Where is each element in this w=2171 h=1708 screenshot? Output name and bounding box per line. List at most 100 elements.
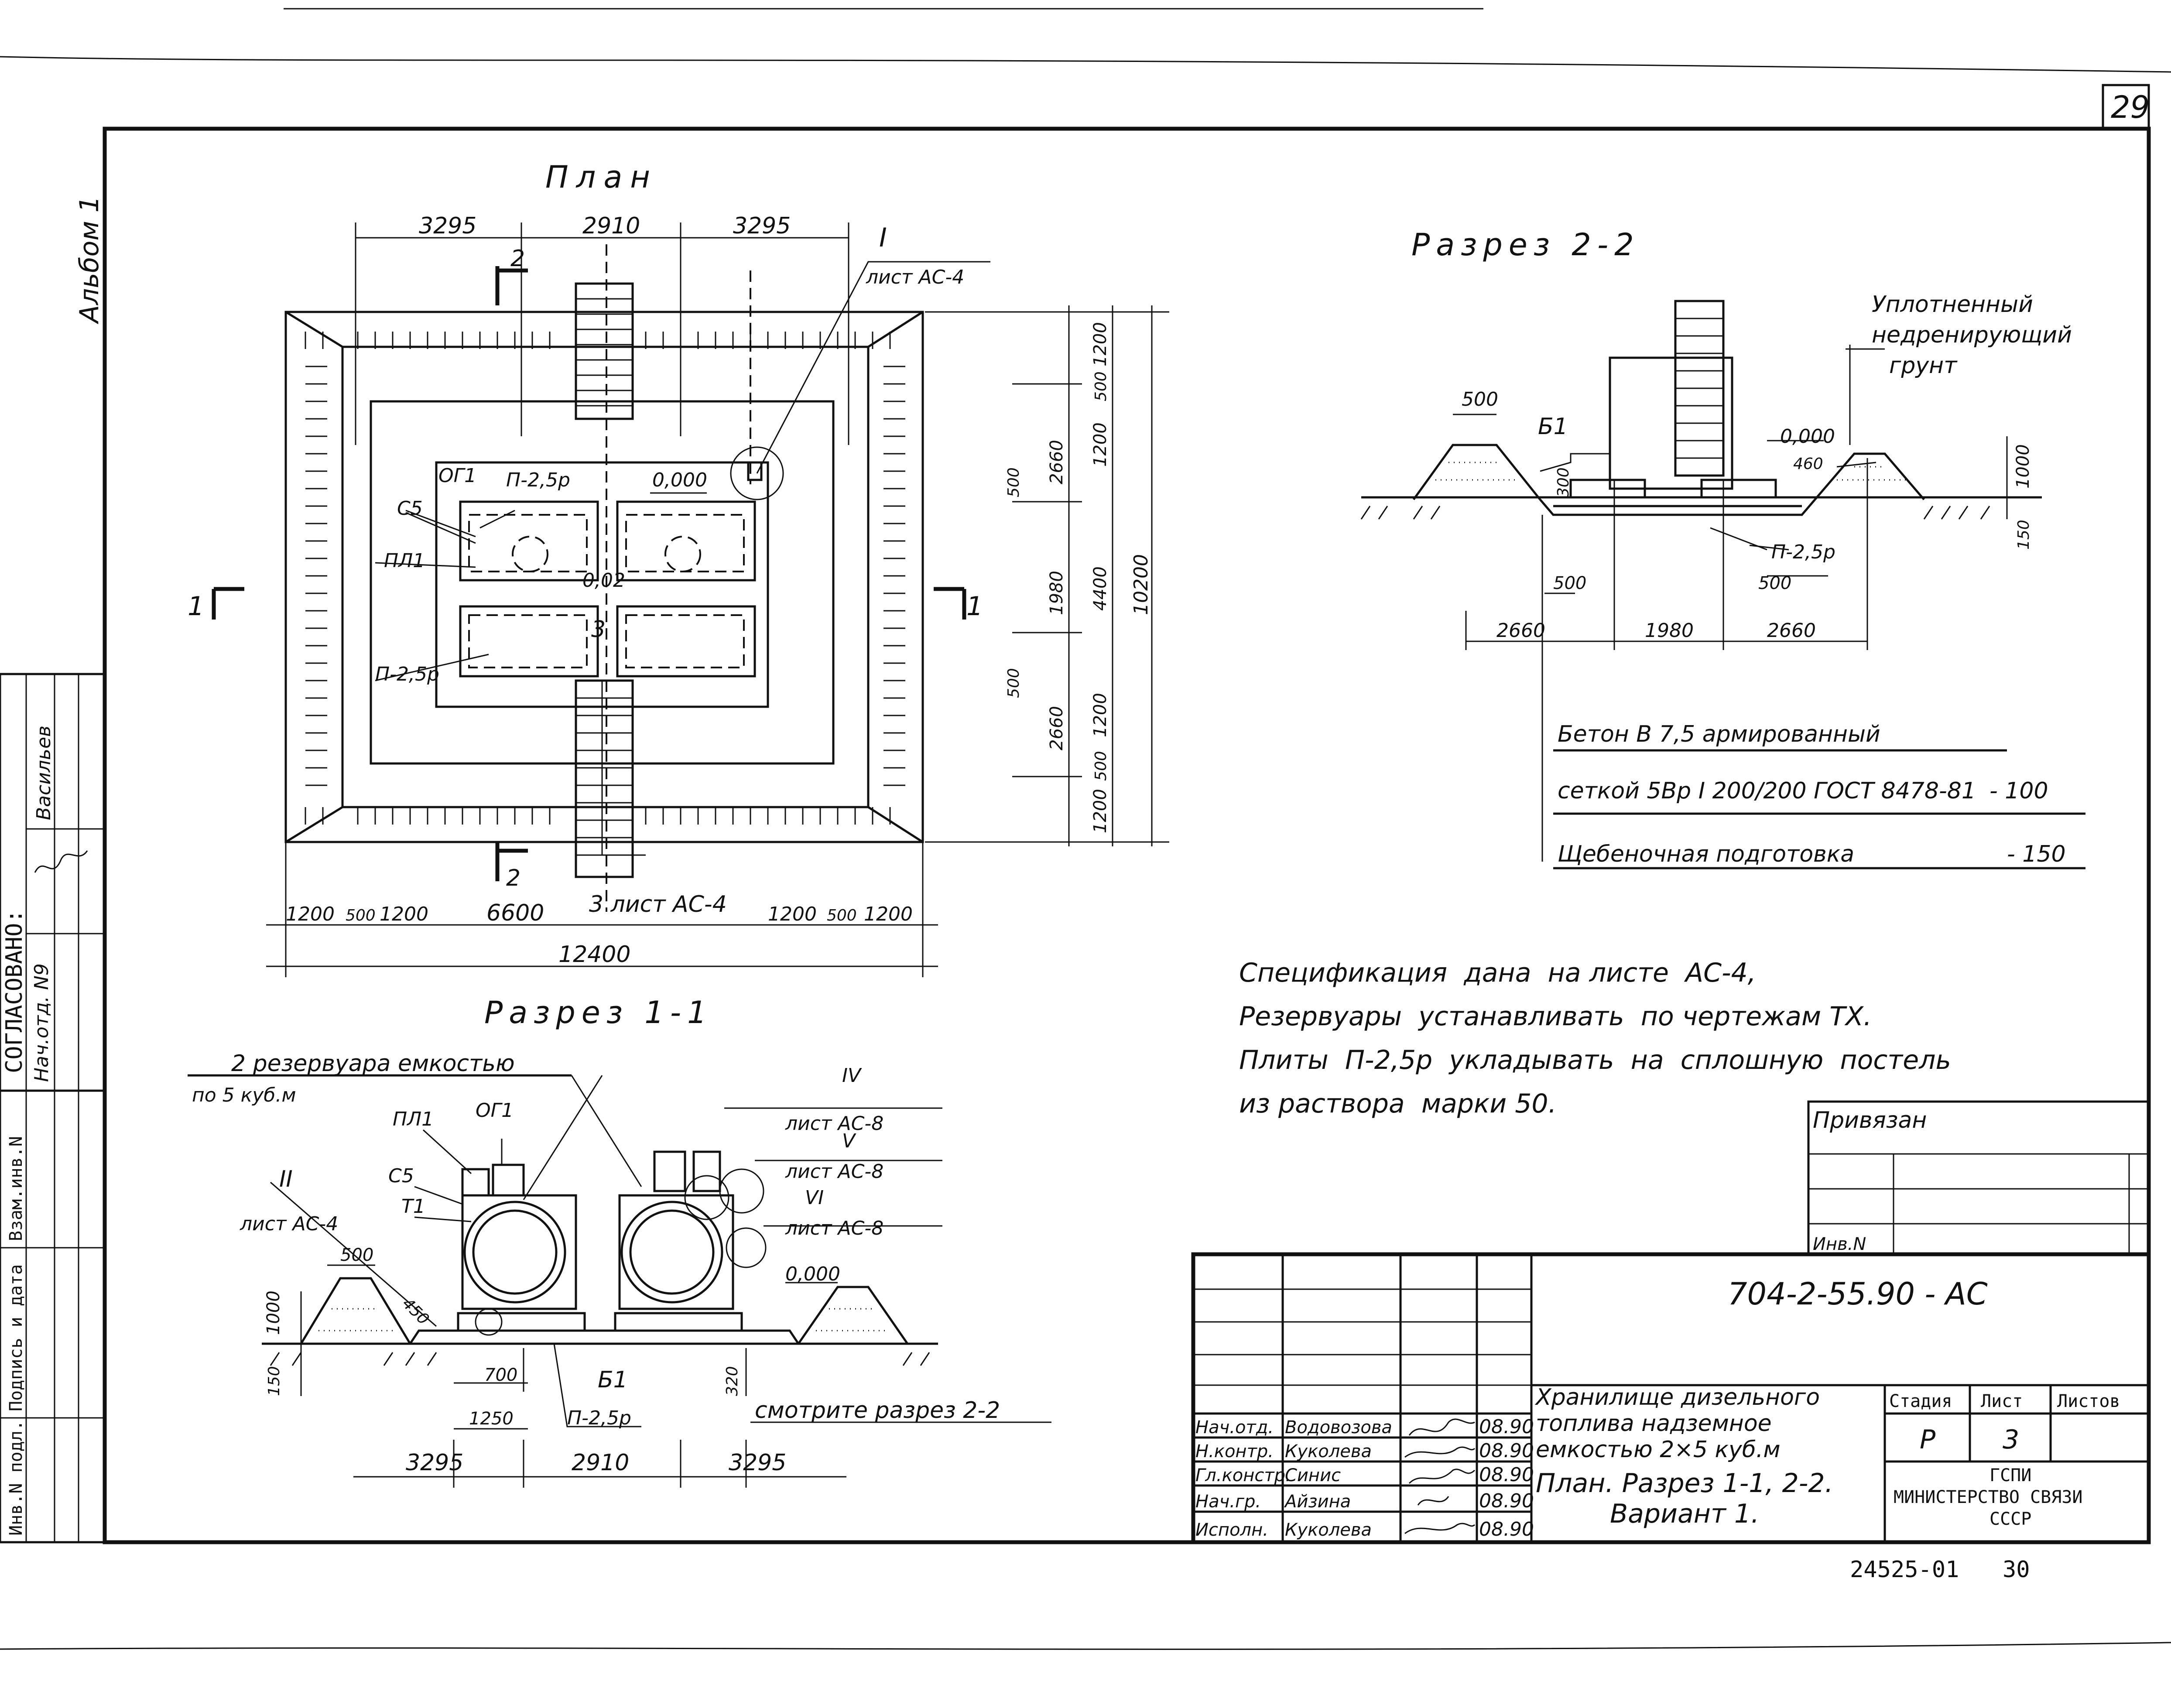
stamp-agreed: СОГЛАСОВАНО:: [1, 909, 27, 1073]
object-line-1: Хранилище дизельного: [1534, 1384, 1820, 1410]
plan-dim-right-7: 4400: [1090, 566, 1110, 611]
section11-dim-bottom-1: 3295: [406, 1450, 463, 1476]
plan-dim-right-9: 500: [1005, 668, 1023, 698]
section11-d320: 320: [723, 1366, 741, 1396]
plan-node-3: 3: [591, 616, 606, 643]
plan-dim-bottom-4: 6600: [486, 900, 544, 926]
section11-zero: 0,000: [785, 1263, 840, 1285]
section22-b1: Б1: [1538, 414, 1568, 440]
staff-name-3: Синис: [1285, 1465, 1341, 1486]
staff-date-4: 08.90: [1479, 1490, 1534, 1512]
staff-role-3: Гл.констр.: [1195, 1465, 1291, 1486]
section22-layer-1: Бетон В 7,5 армированный: [1558, 721, 1880, 747]
section11-title: Разрез 1-1: [484, 995, 713, 1030]
section22-d1000: 1000: [2013, 444, 2033, 489]
org-line-3: СССР: [1990, 1509, 2031, 1529]
object-line-3: емкостью 2×5 куб.м: [1536, 1437, 1781, 1463]
section11-tanks-note-2: по 5 куб.м: [192, 1084, 296, 1106]
plan-pl1: ПЛ1: [384, 550, 425, 572]
section11-see-section: смотрите разрез 2-2: [755, 1397, 1000, 1424]
plan-dim-top-3: 3295: [733, 213, 791, 239]
note-line-1: Спецификация дана на листе АС-4,: [1239, 958, 1756, 988]
plan-dim-bottom-3: 1200: [380, 903, 428, 925]
plan-dim-right-5: 500: [1005, 467, 1023, 497]
plan-dim-right-11: 1200: [1090, 693, 1110, 737]
stamp-col-inv: Инв.N подл.: [6, 1420, 26, 1536]
plan-node-i: I: [879, 222, 887, 253]
plan-dim-total: 12400: [558, 941, 630, 968]
section11-node-ii-sheet: лист АС-4: [240, 1213, 338, 1235]
plan-dim-top-2: 2910: [582, 213, 640, 239]
staff-role-5: Исполн.: [1195, 1520, 1268, 1540]
section11-d1000: 1000: [264, 1290, 284, 1335]
stamp-col-sign: Подпись и дата: [6, 1264, 26, 1411]
section22-layer-2-value: - 100: [1990, 778, 2048, 804]
section22-dim-bottom-1: 2660: [1496, 620, 1545, 642]
section11-d700: 700: [484, 1365, 517, 1385]
section11-d450: 450: [399, 1294, 433, 1328]
stamp-signature: [34, 850, 88, 873]
section22-zero: 0,000: [1780, 425, 1835, 448]
sheet-title-2: Вариант 1.: [1610, 1499, 1759, 1529]
binding-title: Привязан: [1813, 1107, 1927, 1133]
plan-og1: ОГ1: [438, 465, 476, 487]
stamp-name: Васильев: [33, 726, 55, 820]
sheets-header: Листов: [2057, 1391, 2120, 1411]
stamp-head: Нач.отд. N9: [31, 963, 53, 1082]
section22-d300: 300: [1555, 467, 1572, 497]
staff-date-1: 08.90: [1479, 1416, 1534, 1438]
section11-node-v: V: [842, 1130, 856, 1152]
plan-p25-bottom: П-2,5р: [375, 663, 439, 685]
section11-pl1: ПЛ1: [393, 1108, 434, 1130]
plan-dim-top-1: 3295: [419, 213, 476, 239]
section11-node-ii: II: [279, 1166, 293, 1192]
section22-soil-1: Уплотненный: [1872, 291, 2033, 318]
section22-soil-3: грунт: [1889, 353, 1958, 379]
stage-header: Стадия: [1889, 1391, 1952, 1411]
note-line-2: Резервуары устанавливать по чертежам ТХ.: [1239, 1001, 1872, 1032]
section11-dim-bottom-3: 3295: [729, 1450, 786, 1476]
staff-name-2: Куколева: [1285, 1441, 1372, 1462]
section11-dim-bottom-2: 2910: [572, 1450, 629, 1476]
bottom-num: 30: [2003, 1557, 2030, 1583]
plan-dim-right-1: 1200: [1090, 322, 1110, 366]
plan-section-right: 1: [966, 591, 983, 622]
section11-node-vi-sheet: лист АС-8: [785, 1217, 883, 1239]
staff-role-1: Нач.отд.: [1195, 1417, 1274, 1438]
plan-dim-bottom-2: 500: [346, 907, 376, 924]
plan-dim-bottom-5: 1200: [768, 903, 817, 925]
object-line-2: топлива надземное: [1536, 1410, 1772, 1437]
plan-section-bottom: 2: [506, 865, 520, 891]
section11-d1250: 1250: [469, 1409, 514, 1429]
staff-name-1: Водовозова: [1285, 1417, 1392, 1438]
note-line-3: Плиты П-2,5р укладывать на сплошную пост…: [1239, 1045, 1951, 1075]
binding-inv: Инв.N: [1813, 1234, 1866, 1254]
plan-dim-bottom-7: 1200: [864, 903, 913, 925]
plan-section-left: 1: [188, 591, 204, 622]
section22-d500-top: 500: [1462, 388, 1498, 411]
plan-zero: 0,000: [652, 469, 707, 491]
staff-name-5: Куколева: [1285, 1520, 1372, 1540]
sheet-frame: [0, 8, 2171, 1650]
title-block: [1191, 1252, 2151, 1544]
plan-section-top: 2: [510, 246, 525, 272]
sheet-title-1: План. Разрез 1-1, 2-2.: [1536, 1468, 1833, 1499]
plan-p25-top: П-2,5р: [506, 469, 570, 491]
bottom-code: 24525-01: [1850, 1557, 1959, 1583]
plan-c5: С5: [397, 497, 423, 520]
staff-name-4: Айзина: [1284, 1492, 1351, 1512]
section11-d500: 500: [340, 1245, 373, 1265]
plan-dim-bottom-1: 1200: [286, 903, 335, 925]
section22-d460: 460: [1793, 455, 1823, 473]
section22-dim-bottom-3: 2660: [1767, 620, 1816, 642]
section22-title: Разрез 2-2: [1411, 227, 1640, 263]
staff-role-4: Нач.гр.: [1195, 1492, 1261, 1512]
section11-node-v-sheet: лист АС-8: [785, 1160, 883, 1183]
section22-d500-mid: 500: [1553, 573, 1586, 593]
page-number: 29: [2111, 89, 2150, 125]
plan-dim-right-13: 1200: [1090, 789, 1110, 833]
org-line-2: МИНИСТЕРСТВО СВЯЗИ: [1894, 1487, 2082, 1507]
section11-p25: П-2,5р: [567, 1407, 631, 1429]
section22-d500-right: 500: [1758, 573, 1791, 593]
